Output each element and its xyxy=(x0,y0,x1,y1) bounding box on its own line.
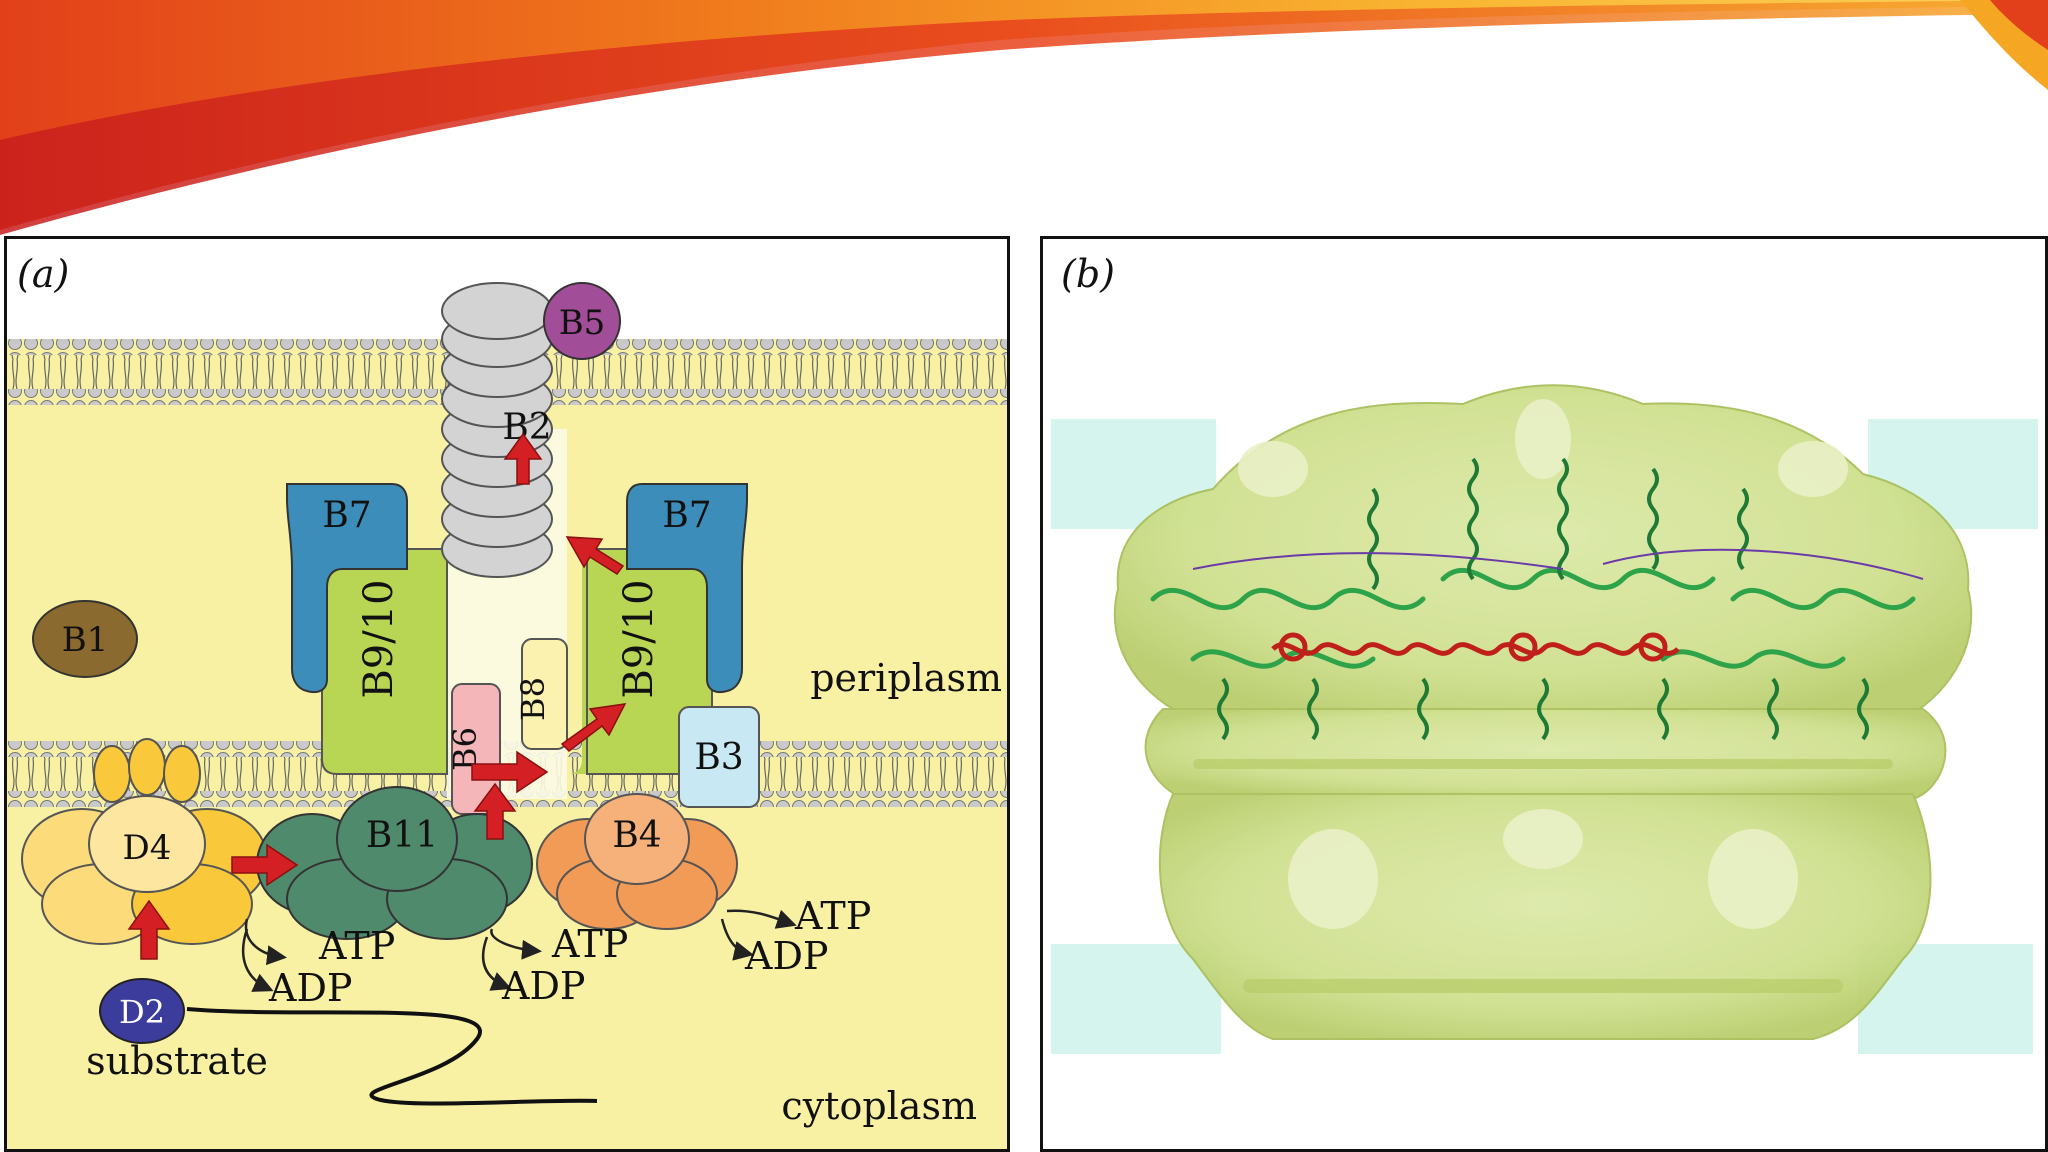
red-helix xyxy=(1271,632,1680,662)
panel-a-secretion-system-schematic: B9/10 B9/10 B7 B7 B2 B5 B6 B8 B3 B1 xyxy=(4,236,1010,1152)
panel-a-label: (a) xyxy=(17,252,69,296)
adp-label-1: ADP xyxy=(268,966,352,1010)
cyan-box-bottom-left xyxy=(1051,944,1221,1054)
d2-protein xyxy=(99,978,185,1044)
b1-protein xyxy=(32,600,138,678)
periplasm-label: periplasm xyxy=(810,656,1002,700)
b7-right-label: B7 xyxy=(662,495,711,536)
b9-10-right-label: B9/10 xyxy=(616,579,662,698)
protein-helices xyxy=(1150,567,1916,669)
b5-protein xyxy=(543,282,621,360)
panel-b-cryo-em-density: (b) xyxy=(1040,236,2048,1152)
d4-label: D4 xyxy=(123,828,172,868)
b11-label: B11 xyxy=(366,815,438,856)
b5-label: B5 xyxy=(559,303,606,343)
b7-left-label: B7 xyxy=(322,495,371,536)
substrate-chain xyxy=(186,1007,598,1106)
b11-atpase xyxy=(256,786,533,940)
transport-arrows xyxy=(127,432,627,960)
adp-label-2: ADP xyxy=(501,964,585,1008)
panel-b-label: (b) xyxy=(1061,252,1115,296)
b9-10-left-label: B9/10 xyxy=(356,579,402,698)
b2-pilus xyxy=(441,282,553,578)
b1-label: B1 xyxy=(62,620,109,660)
cytoplasm-label: cytoplasm xyxy=(781,1084,977,1128)
atp-label-3: ATP xyxy=(794,894,871,938)
b4-atpase xyxy=(536,793,738,930)
adp-label-3: ADP xyxy=(744,934,828,978)
b4-label: B4 xyxy=(612,815,661,856)
decorative-banner xyxy=(0,0,2048,235)
b8-label: B8 xyxy=(514,677,552,721)
substrate-label: substrate xyxy=(86,1039,268,1083)
atp-label-1: ATP xyxy=(318,924,395,968)
d2-label: D2 xyxy=(119,993,165,1031)
b8-protein xyxy=(521,638,568,750)
atp-label-2: ATP xyxy=(551,922,628,966)
b3-protein xyxy=(678,706,760,808)
b3-label: B3 xyxy=(694,737,743,778)
